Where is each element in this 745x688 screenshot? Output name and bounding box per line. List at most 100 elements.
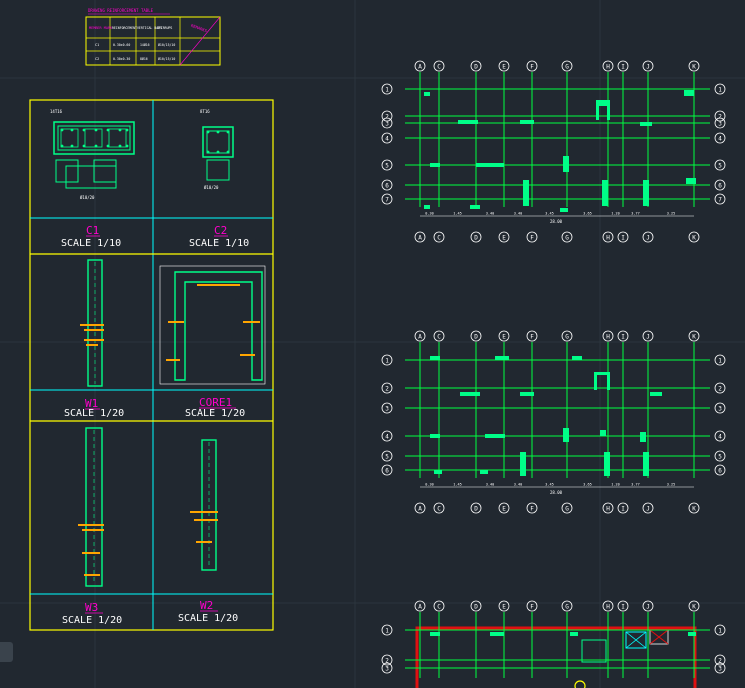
plan-3-row-bubble-left-2[interactable] [381, 662, 393, 674]
plan-1-dim-1: 1.45 [453, 212, 461, 216]
w2-scale: SCALE 1/20 [178, 613, 238, 624]
plan-2-grid-bubble-top-4[interactable] [526, 330, 538, 342]
plan-1-grid-bubble-top-1[interactable] [433, 60, 445, 72]
plan-1-grid-bubble-bottom-5[interactable] [561, 231, 573, 243]
detail-w2[interactable]: W2 SCALE 1/20 [178, 439, 238, 624]
plan-2-grid-bubble-top-0[interactable] [414, 330, 426, 342]
plan-2-grid-bubble-top-3[interactable] [498, 330, 510, 342]
plan-2-grid-bubble-top-1[interactable] [433, 330, 445, 342]
plan-3-row-bubble-left-1[interactable] [381, 654, 393, 666]
plan-1-row-bubble-right-6[interactable] [714, 193, 726, 205]
plan-2-grid-bubble-bottom-0[interactable] [414, 502, 426, 514]
plan-1-grid-bubble-bottom-4[interactable] [526, 231, 538, 243]
detail-c2[interactable]: 8T16 Ø10/20 C2 SCALE 1/10 [189, 109, 249, 249]
schedule-title: DRAWING REINFORCEMENT TABLE [88, 8, 154, 13]
plan-3-grid-bubble-top-8[interactable] [642, 600, 654, 612]
plan-2-grid-bubble-bottom-4[interactable] [526, 502, 538, 514]
plan-2-grid-bubble-top-8[interactable] [642, 330, 654, 342]
plan-2-grid-bubble-bottom-7[interactable] [617, 502, 629, 514]
plan-1-grid-bubble-bottom-9[interactable] [688, 231, 700, 243]
detail-w1[interactable]: W1 SCALE 1/20 [64, 259, 124, 419]
plan-1-grid-bubble-top-0[interactable] [414, 60, 426, 72]
plan-2-grid-bubble-top-5[interactable] [561, 330, 573, 342]
plan-2-row-bubble-left-0[interactable] [381, 354, 393, 366]
plan-3-grid-bubble-top-1[interactable] [433, 600, 445, 612]
plan-2-row-bubble-right-0[interactable] [714, 354, 726, 366]
plan-2-grid-bubble-top-6[interactable] [602, 330, 614, 342]
plan-2-grid-bubble-bottom-3[interactable] [498, 502, 510, 514]
plan-3-grid-bubble-top-7[interactable] [617, 600, 629, 612]
plan-1-grid-bubble-bottom-7[interactable] [617, 231, 629, 243]
plan-1-grid-bubble-bottom-3[interactable] [498, 231, 510, 243]
plan-1-row-bubble-left-4[interactable] [381, 159, 393, 171]
plan-3-grid-bubble-top-0[interactable] [414, 600, 426, 612]
plan-3-grid-bubble-top-9[interactable] [688, 600, 700, 612]
plan-3-grid-bubble-top-6[interactable] [602, 600, 614, 612]
plan-2-grid-bubble-bottom-2[interactable] [470, 502, 482, 514]
plan-1-grid-bubble-top-5[interactable] [561, 60, 573, 72]
plan-3-row-bubble-right-2[interactable] [714, 662, 726, 674]
plan-2-row-bubble-right-1[interactable] [714, 382, 726, 394]
plan-3-grid-bubble-top-5[interactable] [561, 600, 573, 612]
plan-2-row-bubble-right-3[interactable] [714, 430, 726, 442]
plan-2-row-bubble-right-5[interactable] [714, 464, 726, 476]
plan-1-grid-bubble-bottom-2[interactable] [470, 231, 482, 243]
plan-1-row-bubble-right-5[interactable] [714, 179, 726, 191]
plan-1-row-bubble-left-1[interactable] [381, 110, 393, 122]
plan-1-grid-bubble-top-7[interactable] [617, 60, 629, 72]
detail-core1[interactable]: CORE1 SCALE 1/20 [159, 265, 266, 419]
c2-title: C2 [214, 224, 227, 237]
detail-c1[interactable]: 14T16 Ø10/20 C1 SCALE 1/10 [50, 109, 135, 249]
plan-2-row-bubble-left-5[interactable] [381, 464, 393, 476]
plan-3-row-bubble-right-0[interactable] [714, 624, 726, 636]
plan-1-row-bubble-left-6[interactable] [381, 193, 393, 205]
plan-3-grid-bubble-top-3[interactable] [498, 600, 510, 612]
plan-2-row-bubble-left-2[interactable] [381, 402, 393, 414]
plan-1-grid-bubble-top-9[interactable] [688, 60, 700, 72]
plan-2-row-bubble-left-3[interactable] [381, 430, 393, 442]
plan-1-row-bubble-right-1[interactable] [714, 110, 726, 122]
plan-1-grid-bubble-top-8[interactable] [642, 60, 654, 72]
plan-1-grid-bubble-bottom-1[interactable] [433, 231, 445, 243]
plan-1-grid-bubble-top-3[interactable] [498, 60, 510, 72]
plan-1-grid-bubble-bottom-6[interactable] [602, 231, 614, 243]
plan-1-row-bubble-left-0[interactable] [381, 83, 393, 95]
plan-2-row-bubble-right-4[interactable] [714, 450, 726, 462]
plan-1-row-bubble-right-3[interactable] [714, 132, 726, 144]
plan-1-grid-bubble-bottom-0[interactable] [414, 231, 426, 243]
plan-1-row-bubble-left-5[interactable] [381, 179, 393, 191]
plan-2-grid-bubble-bottom-8[interactable] [642, 502, 654, 514]
plan-3-row-bubble-right-1[interactable] [714, 654, 726, 666]
plan-1-row-bubble-left-2[interactable] [381, 117, 393, 129]
plan-3-grid-bubble-top-4[interactable] [526, 600, 538, 612]
plan-3-grid-bubble-top-2[interactable] [470, 600, 482, 612]
detail-w3[interactable]: W3 SCALE 1/20 [62, 427, 122, 626]
plan-1-row-bubble-right-4[interactable] [714, 159, 726, 171]
panel-collapse-tab[interactable] [0, 642, 13, 662]
plan-1-grid-bubble-bottom-8[interactable] [642, 231, 654, 243]
plan-1-grid-bubble-top-2[interactable] [470, 60, 482, 72]
plan-1-grid-bubble-top-4[interactable] [526, 60, 538, 72]
c2-stirrup-label: Ø10/20 [204, 185, 219, 190]
plan-3-row-bubble-left-0[interactable] [381, 624, 393, 636]
plan-2-grid-bubble-bottom-6[interactable] [602, 502, 614, 514]
plan-2-grid-bubble-top-2[interactable] [470, 330, 482, 342]
plan-1-row-bubble-left-3[interactable] [381, 132, 393, 144]
plan-2-grid-bubble-top-9[interactable] [688, 330, 700, 342]
plan-2-grid-bubble-bottom-5[interactable] [561, 502, 573, 514]
plan-2-row-bubble-right-2[interactable] [714, 402, 726, 414]
plan-2-row-bubble-left-4[interactable] [381, 450, 393, 462]
plan-2-grid-bubble-bottom-9[interactable] [688, 502, 700, 514]
details-sheet[interactable] [29, 99, 274, 631]
plan-1-row-bubble-right-2[interactable] [714, 117, 726, 129]
plan-2-grid-bubble-bottom-1[interactable] [433, 502, 445, 514]
plan-2-grid-bubble-top-7[interactable] [617, 330, 629, 342]
reinforcement-schedule[interactable]: DRAWING REINFORCEMENT TABLE MEMBER MARK … [85, 8, 221, 66]
plan-1-grid-bubble-top-6[interactable] [602, 60, 614, 72]
plan-2-row-bubble-left-1[interactable] [381, 382, 393, 394]
plan-1-row-bubble-right-0[interactable] [714, 83, 726, 95]
